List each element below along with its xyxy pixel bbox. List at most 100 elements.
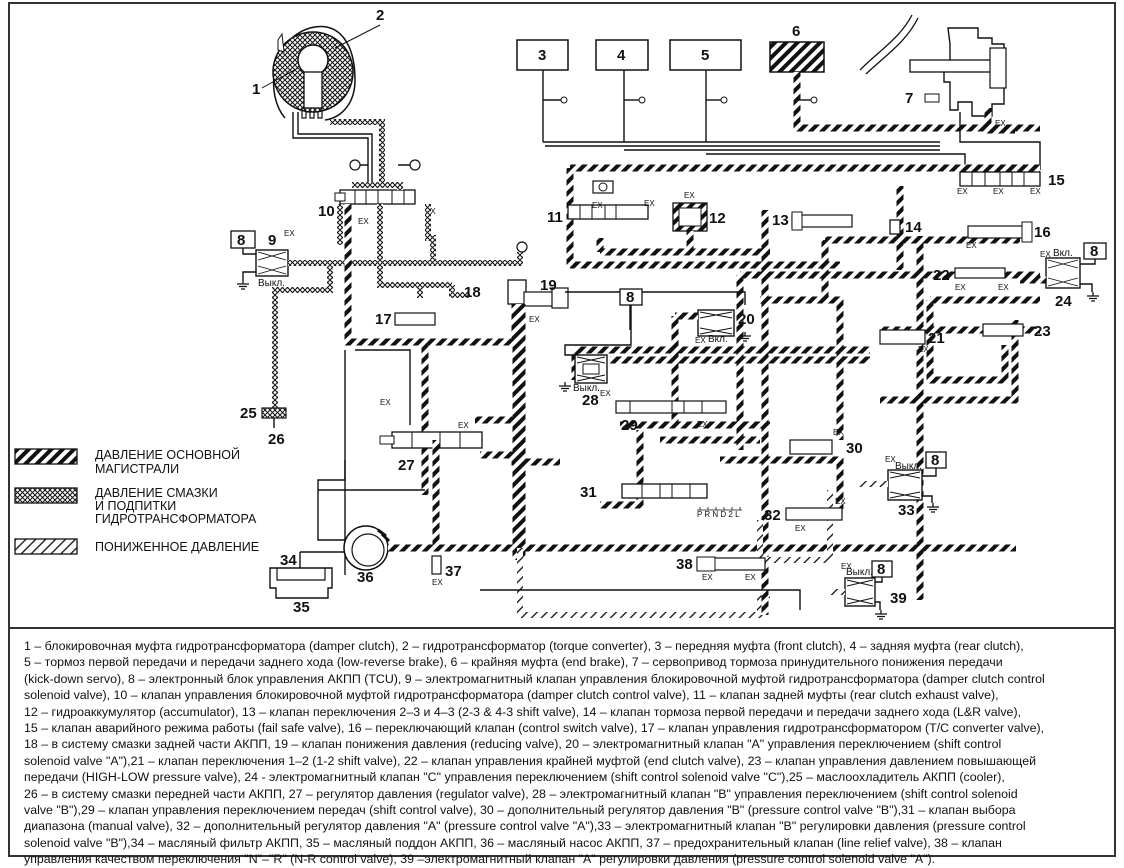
label-19: 19	[540, 277, 557, 294]
label-6: 6	[792, 23, 800, 40]
legend-item-reduced-pressure: ПОНИЖЕННОЕ ДАВЛЕНИЕ	[14, 538, 259, 555]
shift-valve-1-2	[879, 329, 926, 345]
torque-converter	[261, 24, 381, 121]
exhaust-label: EX	[957, 187, 968, 196]
shift-valve-2-3-4-3	[791, 211, 853, 231]
exhaust-label: EX	[600, 389, 611, 398]
label-4: 4	[617, 47, 626, 64]
label-10: 10	[318, 203, 335, 220]
exhaust-label: EX	[918, 345, 929, 354]
label-16: 16	[1034, 224, 1051, 241]
exhaust-label: EX	[284, 229, 295, 238]
label-38: 38	[676, 556, 693, 573]
label-13: 13	[772, 212, 789, 229]
rear-clutch-exhaust-valve	[567, 180, 649, 220]
exhaust-label: EX	[998, 283, 1009, 292]
manual-valve-positions: P R N D 2 L	[697, 510, 740, 519]
label-26: 26	[268, 431, 285, 448]
label-20: 20	[738, 311, 755, 328]
label-3: 3	[538, 47, 546, 64]
pressure-solenoid-a	[844, 577, 876, 607]
caption-line: 26 – в систему смазки передней части АКП…	[24, 786, 1018, 801]
legend-item-lube-pressure: ДАВЛЕНИЕ СМАЗКИ И ПОДПИТКИ ГИДРОТРАНСФОР…	[14, 486, 257, 526]
lube-pressure-swatch	[14, 487, 78, 504]
label-32: 32	[764, 507, 781, 524]
caption-line: 15 – клапан аварийного режима работы (fa…	[24, 721, 1045, 736]
shift-control-valve	[615, 400, 727, 414]
label-7: 7	[905, 90, 913, 107]
pressure-gauge-icon	[516, 241, 528, 253]
exhaust-label: EX	[592, 201, 603, 210]
exhaust-label: EX	[993, 187, 1004, 196]
label-28: 28	[582, 392, 599, 409]
caption-line: 18 – в систему смазки задней части АКПП,…	[24, 737, 1002, 752]
label-12: 12	[709, 210, 726, 227]
label-15: 15	[1048, 172, 1065, 189]
high-low-pressure-valve	[982, 323, 1024, 337]
manual-valve	[621, 483, 708, 499]
caption-line: 5 – тормоз первой передачи и передачи за…	[24, 655, 1003, 670]
label-36: 36	[357, 569, 374, 586]
ground-icon	[926, 503, 940, 513]
cooler	[261, 407, 287, 419]
legend-item-main-pressure: ДАВЛЕНИЕ ОСНОВНОЙ МАГИСТРАЛИ	[14, 447, 240, 476]
exhaust-label: EX	[358, 217, 369, 226]
solenoid-39-state: Выкл.	[846, 567, 873, 578]
legend-text: ДАВЛЕНИЕ ОСНОВНОЙ	[95, 447, 240, 462]
label-25: 25	[240, 405, 257, 422]
end-clutch-valve	[954, 267, 1006, 279]
exhaust-label: EX	[697, 420, 708, 429]
label-1: 1	[252, 81, 260, 98]
exhaust-label: EX	[1040, 250, 1051, 259]
label-22: 22	[933, 267, 950, 284]
caption-line: управления качеством переключения "N"–"R…	[24, 852, 936, 867]
legend-text: ГИДРОТРАНСФОРМАТОРА	[95, 512, 257, 526]
label-29: 29	[621, 417, 638, 434]
legend: ДАВЛЕНИЕ ОСНОВНОЙ МАГИСТРАЛИ ДАВЛЕНИЕ СМ…	[14, 447, 259, 555]
ground-icon	[558, 382, 572, 392]
legend-text: ДАВЛЕНИЕ СМАЗКИ	[95, 486, 218, 500]
label-14: 14	[905, 219, 922, 236]
main-pressure-swatch	[14, 448, 78, 465]
label-21: 21	[928, 330, 945, 347]
caption-line: диапазона (manual valve), 32 – дополните…	[24, 819, 1026, 834]
exhaust-label: EX	[795, 524, 806, 533]
check-ball-icon	[409, 159, 421, 171]
legend-text: ПОНИЖЕННОЕ ДАВЛЕНИЕ	[95, 540, 259, 554]
label-24: 24	[1055, 293, 1072, 310]
ground-icon	[1086, 292, 1100, 302]
label-31: 31	[580, 484, 597, 501]
ground-icon	[236, 280, 250, 290]
label-37: 37	[445, 563, 462, 580]
label-23: 23	[1034, 323, 1051, 340]
caption-line: solenoid valve), 10 – клапан управления …	[24, 688, 999, 703]
legend-text: И ПОДПИТКИ	[95, 499, 176, 513]
fail-safe-valve	[959, 171, 1041, 187]
exhaust-label: EX	[966, 241, 977, 250]
oil-pan	[269, 567, 333, 599]
pressure-control-valve-b	[789, 439, 833, 455]
label-27: 27	[398, 457, 415, 474]
caption-line: solenoid valve "B"),34 – масляный фильтр…	[24, 835, 1002, 850]
converter-valve	[394, 312, 436, 326]
end-brake	[769, 41, 1040, 132]
exhaust-label: EX	[841, 562, 852, 571]
tcu-label: 8	[237, 232, 245, 249]
ground-icon	[874, 610, 888, 620]
tcu-label: 8	[931, 452, 939, 469]
exhaust-label: EX	[432, 578, 443, 587]
solenoid-24-state: Вкл.	[1053, 248, 1073, 259]
rear-clutch	[595, 39, 649, 142]
label-11: 11	[547, 209, 563, 226]
legend-text: МАГИСТРАЛИ	[95, 462, 179, 476]
shift-solenoid-a	[697, 309, 735, 337]
diagram-frame	[8, 2, 1116, 627]
exhaust-label: EX	[995, 119, 1006, 128]
tcu-label: 8	[1090, 243, 1098, 260]
caption-line: valve "B"),29 – клапан управления перекл…	[24, 803, 1016, 818]
control-switch-valve	[967, 221, 1033, 243]
exhaust-label: EX	[644, 199, 655, 208]
label-9: 9	[268, 232, 276, 249]
exhaust-label: EX	[955, 283, 966, 292]
accumulator	[672, 202, 708, 252]
